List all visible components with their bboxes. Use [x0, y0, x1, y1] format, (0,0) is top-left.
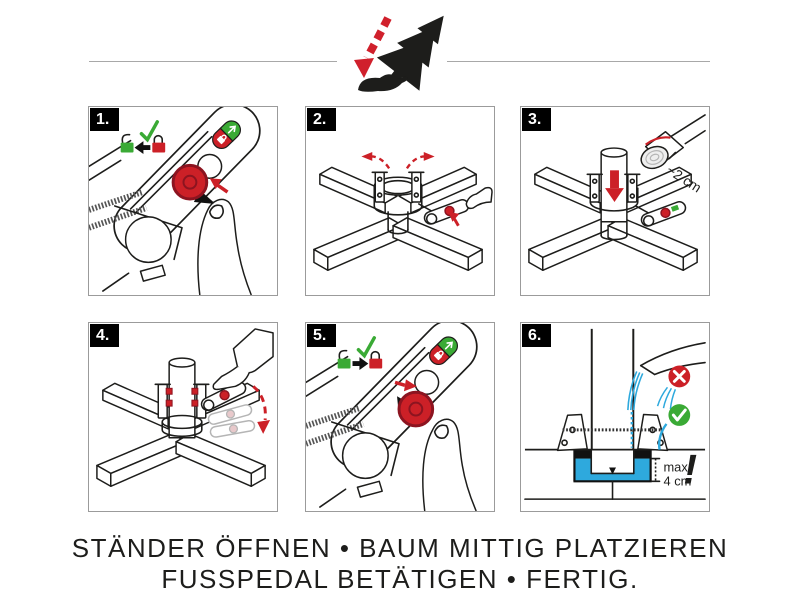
step-panel-6: 6. [520, 322, 710, 512]
water-reservoir [573, 448, 652, 483]
step-panel-4: 4. [88, 322, 278, 512]
knob-direction-arrow-icon [209, 178, 229, 194]
step-panel-3: 3. [520, 106, 710, 296]
step-panel-2: 2. [305, 106, 495, 296]
spring-icon [306, 421, 365, 447]
cut-line-red [645, 136, 671, 146]
wrong-icon [656, 365, 691, 410]
max-level-measure: max. 4 cm ! [650, 445, 697, 492]
unlock-to-lock-row [119, 133, 166, 154]
caption-line-1: STÄNDER ÖFFNEN • BAUM MITTIG PLATZIEREN [71, 533, 729, 563]
step-panel-1: 1. [88, 106, 278, 296]
ghost-pedals [207, 404, 256, 438]
header-divider-left [89, 61, 337, 62]
water-stream [627, 371, 644, 448]
press-arrow-icon [448, 211, 460, 222]
insert-trunk-arrow-icon [605, 170, 624, 202]
tree-stand-silhouette-icon [358, 74, 408, 92]
arrow-right-icon [352, 357, 369, 370]
warning-exclamation: ! [683, 445, 697, 492]
side-pedal [418, 199, 470, 227]
max-value: 4 cm [663, 473, 691, 488]
hero-graphic [354, 15, 444, 92]
tree-trunk [168, 357, 196, 439]
red-dashed-arrow-down-icon [354, 16, 392, 78]
fingernail [433, 424, 449, 439]
max-label: max. [663, 459, 691, 474]
side-pedal [634, 201, 687, 227]
correct-icon [658, 404, 691, 450]
step-number-badge: 2. [307, 108, 336, 131]
spring-icon [89, 189, 144, 213]
step-number-badge: 6. [522, 324, 551, 347]
caption: STÄNDER ÖFFNEN • BAUM MITTIG PLATZIEREN … [0, 533, 800, 595]
pedal-hole [414, 369, 440, 395]
spring-icon [89, 205, 148, 231]
pedal-green-mark [670, 204, 680, 212]
foot-on-pedal [212, 328, 274, 391]
caption-line-2: FUSSPEDAL BETÄTIGEN • FERTIG. [161, 564, 639, 594]
step-panel-5: 5. [305, 322, 495, 512]
header-divider-right [447, 61, 710, 62]
tilted-fir-tree-icon [376, 15, 444, 91]
red-knob [397, 390, 435, 428]
claw-plates [556, 413, 669, 452]
step-number-badge: 1. [90, 108, 119, 131]
knob-direction-arrow-icon [394, 379, 417, 392]
check-icon [356, 336, 377, 359]
step-number-badge: 5. [307, 324, 336, 347]
spring-icon [306, 405, 361, 429]
stand-hub-open [371, 171, 425, 235]
red-knob [171, 163, 209, 201]
arrow-left-icon [134, 141, 151, 154]
red-knob [219, 390, 230, 401]
claws-open-arrows-icon [361, 152, 435, 170]
finger [422, 418, 477, 511]
foot-on-pedal [465, 186, 493, 210]
fingernail [208, 204, 224, 219]
red-knob [660, 207, 671, 219]
step-number-badge: 3. [522, 108, 551, 131]
finger [197, 198, 252, 295]
step-number-badge: 4. [90, 324, 119, 347]
side-pedal-pressed [200, 381, 247, 412]
pump-pedal-arrow-icon [252, 385, 271, 434]
unlock-to-lock-row [336, 349, 383, 370]
check-icon [139, 120, 160, 143]
